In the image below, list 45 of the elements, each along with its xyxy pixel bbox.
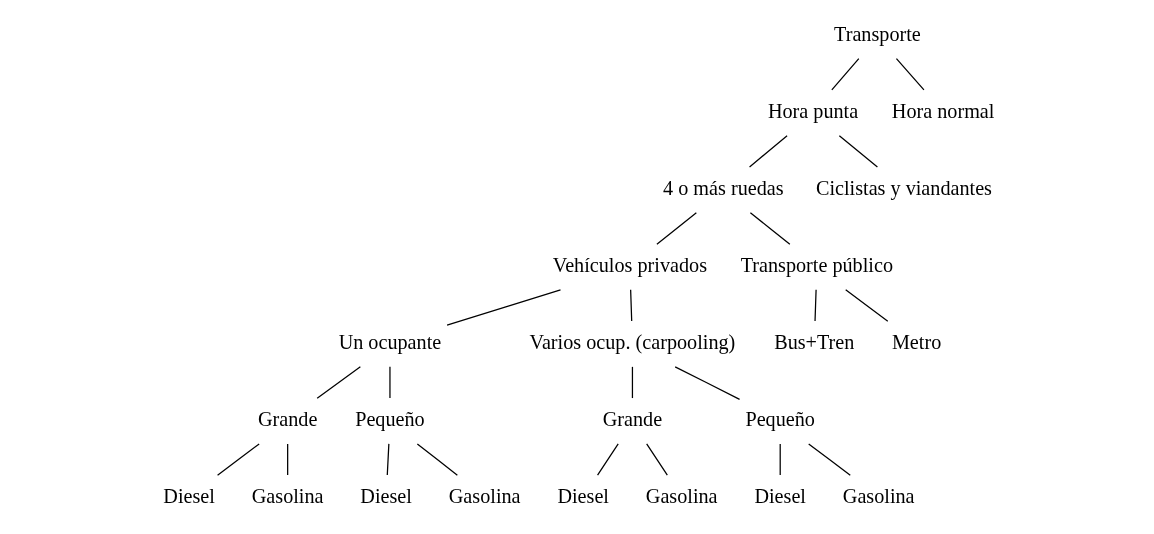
connector xyxy=(416,443,458,476)
node-text: Gasolina xyxy=(448,484,521,507)
node-text: Pequeño xyxy=(744,407,815,430)
connector xyxy=(386,443,389,476)
connector xyxy=(596,443,619,476)
connector xyxy=(645,443,668,476)
connector xyxy=(655,212,697,245)
node-text: Vehículos privados xyxy=(552,253,707,276)
connector xyxy=(748,135,788,168)
node-text: Gasolina xyxy=(645,484,718,507)
connector xyxy=(895,58,925,91)
node-text: Gasolina xyxy=(251,484,324,507)
node-text: Bus+Tren xyxy=(773,330,854,353)
node-text: Grande xyxy=(602,407,662,430)
connector xyxy=(807,443,851,476)
node-text: Diesel xyxy=(162,484,215,507)
node-text: Metro xyxy=(891,330,941,353)
node-text: Diesel xyxy=(753,484,806,507)
connector xyxy=(445,289,561,326)
node-text: Pequeño xyxy=(354,407,425,430)
connector xyxy=(749,212,790,245)
node-text: Un ocupante xyxy=(338,330,441,353)
node-text: Varios ocup. (carpooling) xyxy=(529,330,735,353)
node-text: Gasolina xyxy=(842,484,915,507)
connector xyxy=(216,443,260,476)
connector xyxy=(779,443,781,476)
node-text: Transporte público xyxy=(740,253,893,276)
connector xyxy=(388,366,391,399)
node-text: Hora normal xyxy=(891,99,994,122)
connector xyxy=(813,289,817,322)
connector xyxy=(631,366,633,399)
connector xyxy=(838,135,878,168)
connector xyxy=(629,289,632,322)
node-text: Grande xyxy=(257,407,317,430)
connector xyxy=(316,366,361,399)
node-text: Hora punta xyxy=(767,99,858,122)
node-text: Transporte xyxy=(833,22,921,45)
node-text: Diesel xyxy=(359,484,412,507)
connector xyxy=(844,289,888,322)
node-text: Ciclistas y viandantes xyxy=(815,176,992,199)
node-text: Diesel xyxy=(556,484,609,507)
node-text: 4 o más ruedas xyxy=(662,176,784,199)
connector xyxy=(286,443,288,476)
connector xyxy=(674,366,740,400)
connector xyxy=(830,58,859,91)
